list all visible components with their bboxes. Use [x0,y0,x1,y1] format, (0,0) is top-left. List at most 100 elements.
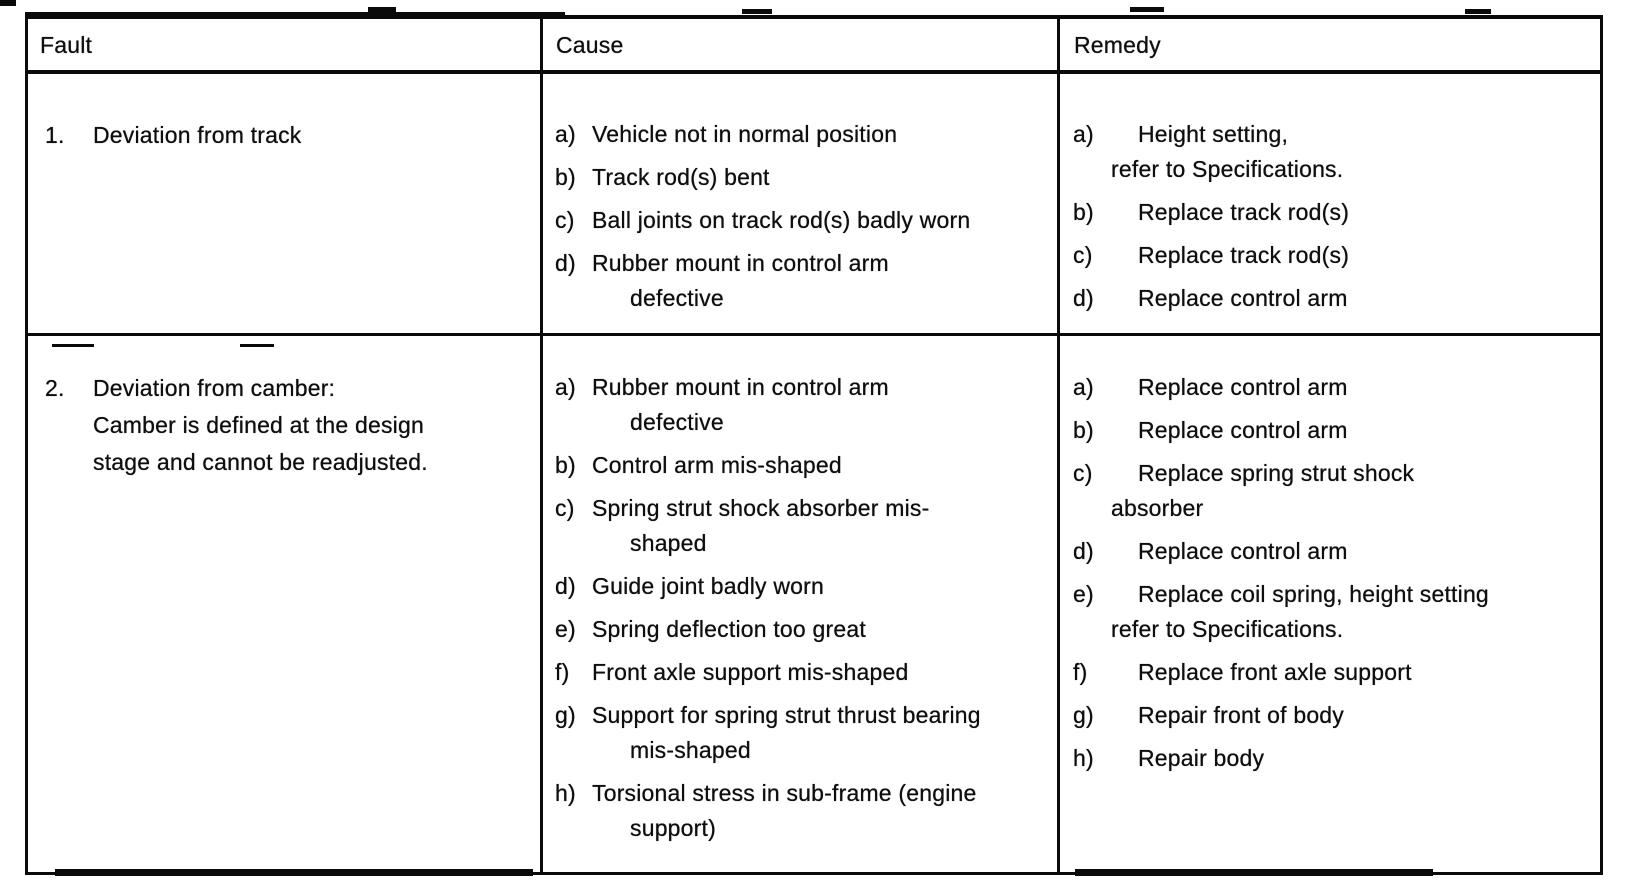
item-line: Repair body [1138,745,1265,771]
item-line: support) [630,815,716,841]
remedy-item: e) Replace coil spring, height setting ref… [1073,577,1596,647]
fault-cause-remedy-table: Fault Cause Remedy 1. Deviation from trac… [25,15,1603,875]
table-row: 1. Deviation from track a) Vehicle not in n… [28,74,1600,336]
remedy-item: h) Repair body [1073,741,1596,776]
item-line: Spring strut shock absorber mis- [592,495,930,521]
item-label: h) [1073,745,1094,771]
fault-cell: 1. Deviation from track [28,74,543,333]
item-line: Replace control arm [1138,538,1348,564]
item-label: c) [1073,460,1093,486]
item-line: Rubber mount in control arm [592,374,889,400]
item-line: Control arm mis-shaped [592,452,842,478]
cause-item: e)Spring deflection too great [555,612,1053,647]
item-line: Support for spring strut thrust bearing [592,702,981,728]
item-line: Front axle support mis-shaped [592,659,909,685]
scan-artifact [368,7,396,12]
item-label: d) [555,573,576,599]
item-label: c) [555,495,575,521]
fault-line: Deviation from camber: [93,375,336,401]
item-line: Replace front axle support [1138,659,1412,685]
scan-artifact [1075,869,1433,876]
fault-number: 2. [45,375,65,401]
cause-item: d) Rubber mount in control arm defective [555,246,1053,316]
item-line: Replace track rod(s) [1138,199,1350,225]
item-label: h) [555,780,576,806]
item-label: f) [555,659,570,685]
column-header-cause: Cause [543,19,1060,70]
item-line: Height setting, [1138,121,1289,147]
remedy-cell: a) Height setting, refer to Specifications… [1060,74,1600,333]
item-line: Replace control arm [1138,374,1348,400]
item-label: a) [1073,121,1094,147]
cause-item: c)Ball joints on track rod(s) badly worn [555,203,1053,238]
remedy-item: c)Replace track rod(s) [1073,238,1596,273]
fault-item: 1. Deviation from track [45,117,532,154]
item-label: a) [555,121,576,147]
column-header-remedy: Remedy [1074,32,1161,58]
cause-cell: a) Rubber mount in control arm defective b)… [543,336,1060,872]
remedy-item: g) Repair front of body [1073,698,1596,733]
item-label: a) [555,374,576,400]
item-line: Rubber mount in control arm [592,250,889,276]
item-label: g) [1073,702,1094,728]
item-label: b) [555,164,576,190]
fault-cell: 2.Deviation from camber:Camber is define… [28,336,543,872]
item-label: e) [1073,581,1094,607]
table-row: 2.Deviation from camber:Camber is define… [28,336,1600,872]
item-line: refer to Specifications. [1111,156,1344,182]
scan-artifact [0,0,16,6]
fault-number: 1. [45,122,65,148]
remedy-item: a) Replace control arm [1073,370,1596,405]
remedy-item: f) Replace front axle support [1073,655,1596,690]
table-header-row: Fault Cause Remedy [28,19,1600,74]
fault-item: 2.Deviation from camber:Camber is define… [45,370,532,481]
item-label: d) [1073,538,1094,564]
item-label: b) [1073,417,1094,443]
item-line: Replace track rod(s) [1138,242,1350,268]
item-line: Spring deflection too great [592,616,866,642]
item-line: Replace coil spring, height setting [1138,581,1489,607]
remedy-item: b) Replace track rod(s) [1073,195,1596,230]
scan-artifact [742,9,772,14]
scan-artifact [1465,9,1491,14]
item-line: mis-shaped [630,737,751,763]
cause-item: a) Vehicle not in normal position [555,117,1053,152]
scan-artifact [52,344,94,347]
item-label: g) [555,702,576,728]
remedy-item: a) Height setting, refer to Specifications… [1073,117,1596,187]
item-label: a) [1073,374,1094,400]
scan-artifact [55,869,533,876]
item-line: Torsional stress in sub-frame (engine [592,780,977,806]
cause-item: h) Torsional stress in sub-frame (engine s… [555,776,1053,846]
item-line: refer to Specifications. [1111,616,1344,642]
item-line: defective [630,409,724,435]
remedy-item: d) Replace control arm [1073,534,1596,569]
item-label: d) [555,250,576,276]
item-line: Replace control arm [1138,417,1348,443]
table-body: 1. Deviation from track a) Vehicle not in n… [28,74,1600,872]
item-label: f) [1073,659,1088,685]
item-line: Vehicle not in normal position [592,121,898,147]
item-line: defective [630,285,724,311]
cause-cell: a) Vehicle not in normal position b) Track … [543,74,1060,333]
item-line: shaped [630,530,707,556]
cause-item: f) Front axle support mis-shaped [555,655,1053,690]
remedy-item: b) Replace control arm [1073,413,1596,448]
fault-line: stage and cannot be readjusted. [93,449,428,475]
remedy-item: d)Replace control arm [1073,281,1596,316]
fault-line: Deviation from track [93,122,302,148]
item-label: b) [555,452,576,478]
cause-item: g) Support for spring strut thrust bearin… [555,698,1053,768]
cause-item: d)Guide joint badly worn [555,569,1053,604]
item-line: Replace control arm [1138,285,1348,311]
item-line: Repair front of body [1138,702,1345,728]
item-label: c) [555,207,575,233]
item-label: b) [1073,199,1094,225]
cause-item: a) Rubber mount in control arm defective [555,370,1053,440]
item-line: absorber [1111,495,1204,521]
scan-artifact [240,344,274,347]
item-line: Track rod(s) bent [592,164,770,190]
cause-item: b) Track rod(s) bent [555,160,1053,195]
